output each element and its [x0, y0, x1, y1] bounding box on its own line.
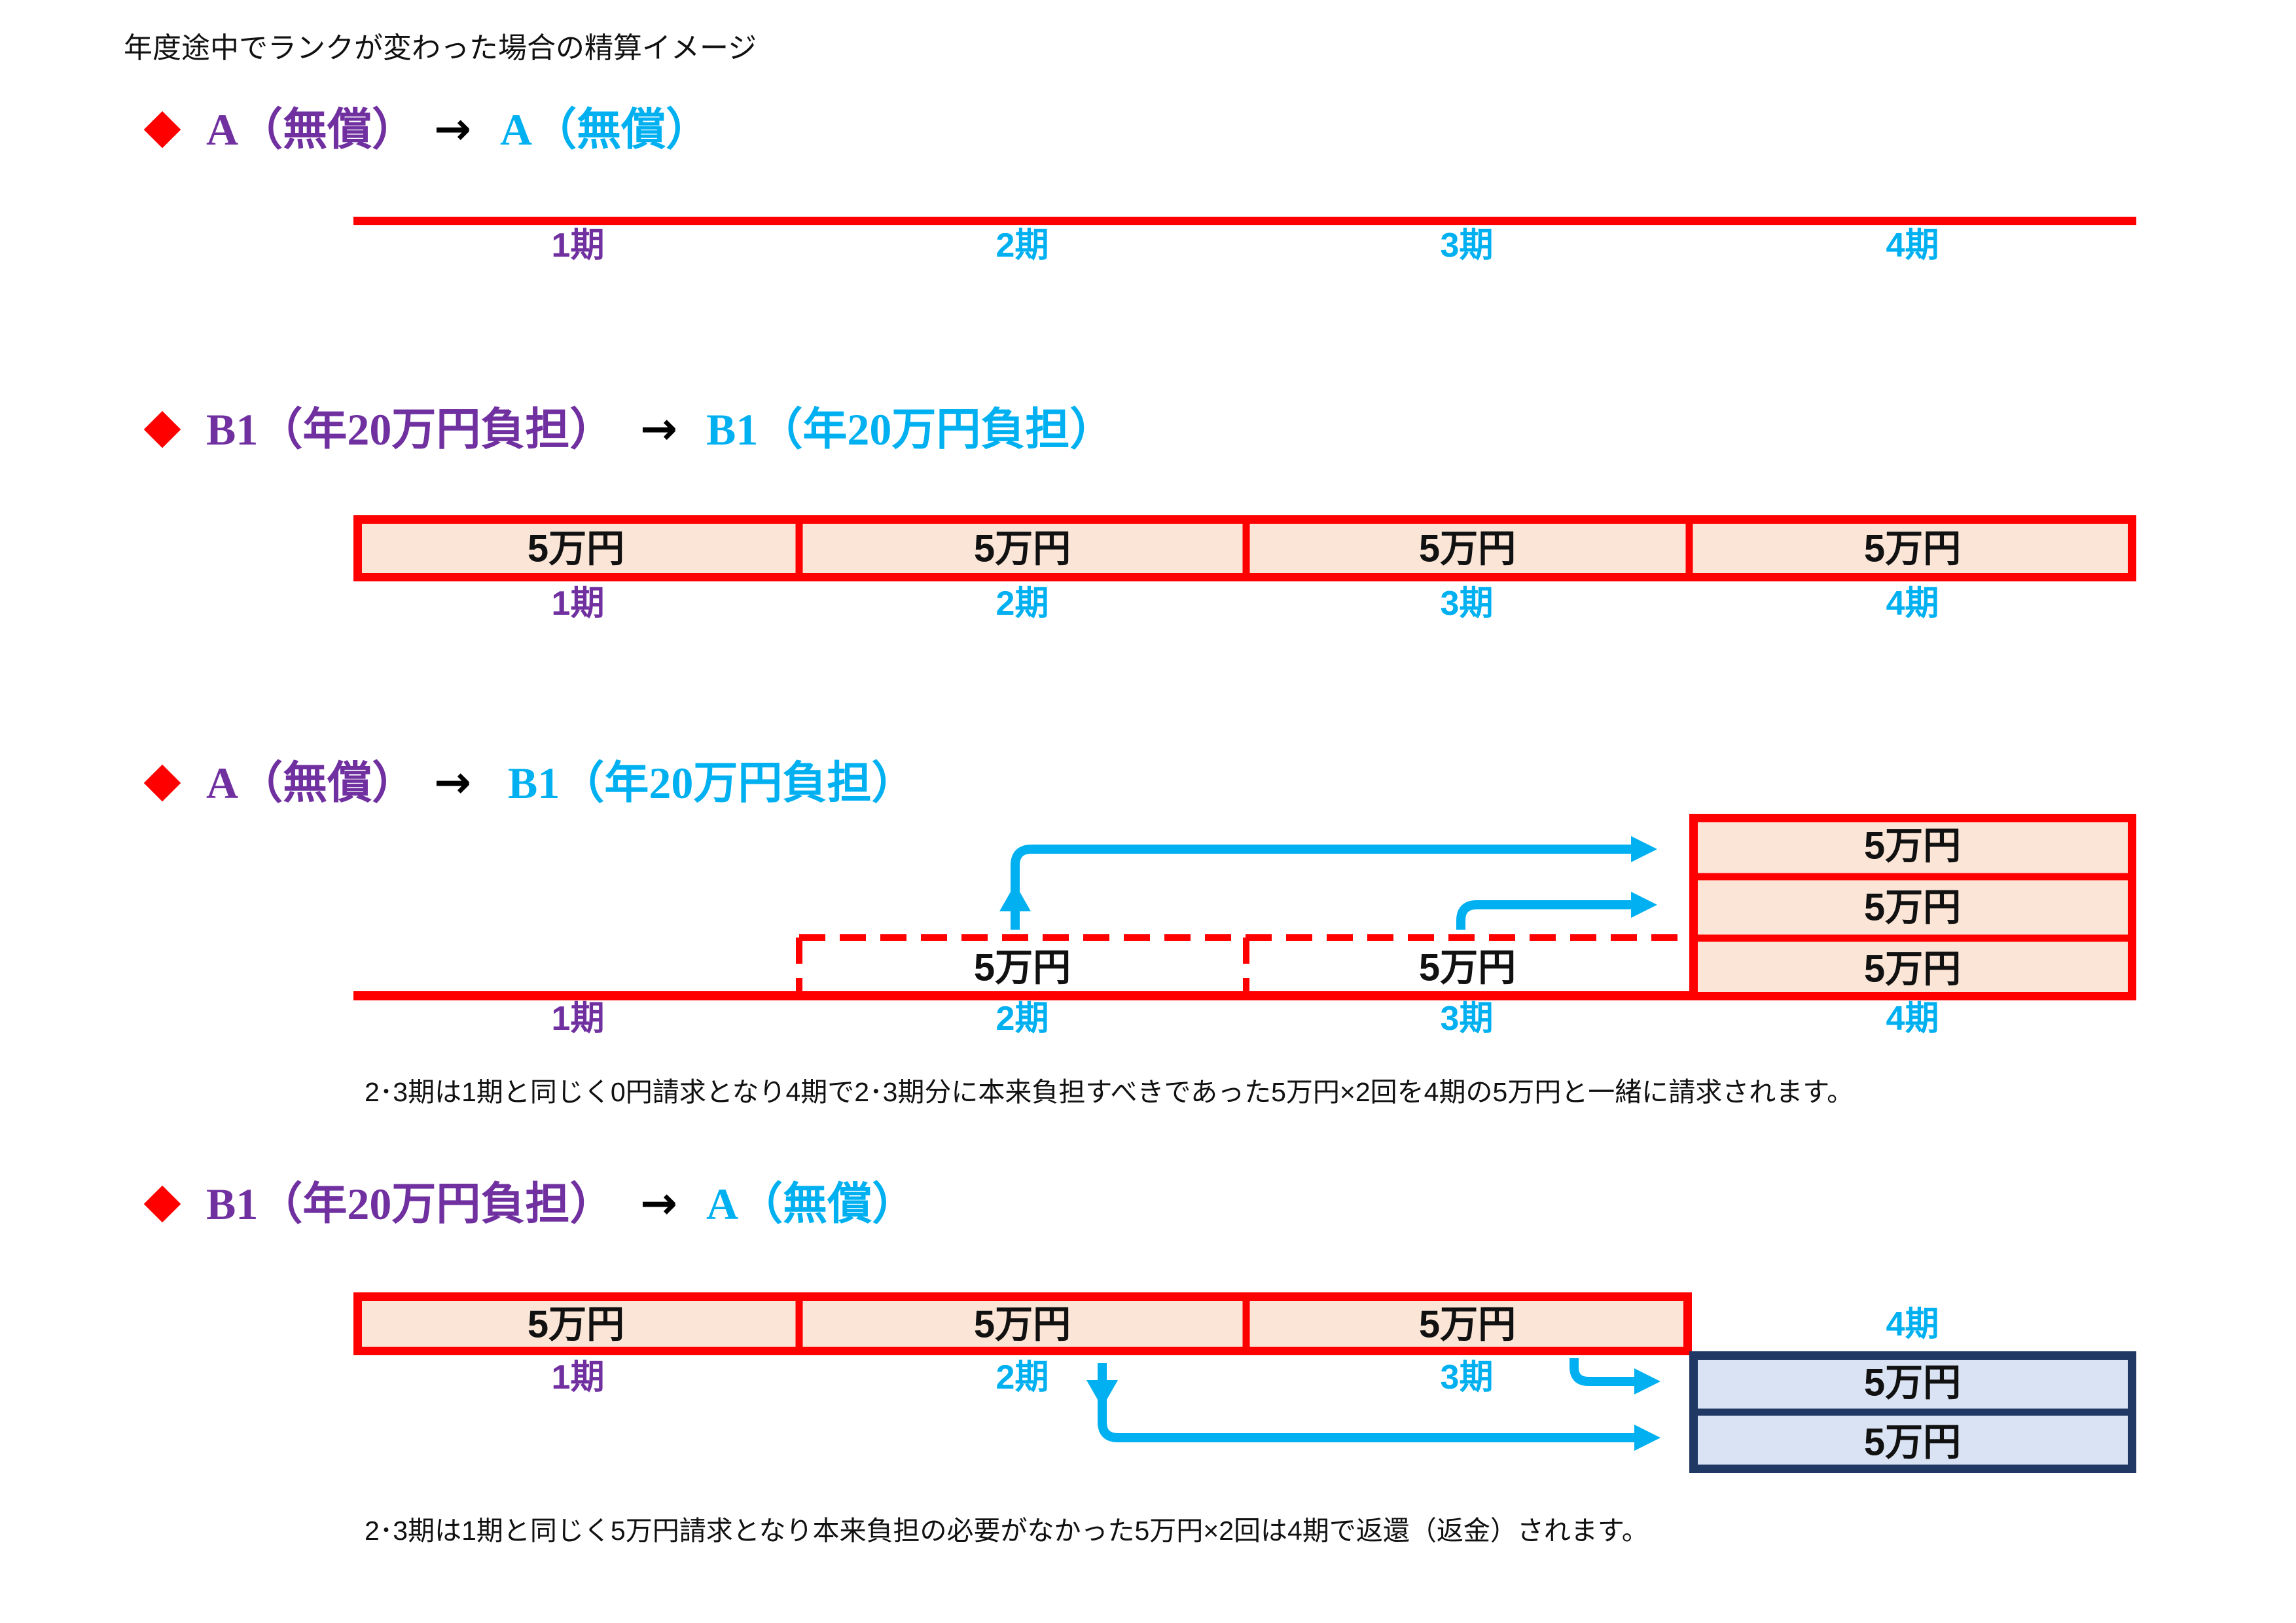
period-label-3: 3期: [1441, 1359, 1494, 1396]
period-label-1: 1期: [552, 1000, 605, 1038]
up-arrowhead-icon: [999, 884, 1031, 911]
carry-forward-arrow-icon: [1011, 836, 1657, 930]
period-label-4: 4期: [1886, 585, 1939, 623]
period-label-2: 2期: [996, 1359, 1049, 1396]
period-label-1: 1期: [552, 1359, 605, 1396]
from-rank-label: B1（年20万円負担）: [206, 1179, 615, 1229]
page-title: 年度途中でランクが変わった場合の精算イメージ: [124, 32, 757, 64]
to-rank-label: A（無償）: [500, 105, 711, 155]
amount-cell: 5万円: [974, 528, 1071, 570]
period-label-4: 4期: [1886, 227, 1939, 264]
to-rank-label: B1（年20万円負担）: [706, 405, 1115, 454]
period-label-2: 2期: [996, 585, 1049, 623]
diagram-a-to-b1: 5万円 5万円 5万円 5万円 5万円 1期 2期 3期 4期: [353, 814, 2136, 1038]
amount-cell: 5万円: [1864, 948, 1961, 991]
from-rank-label: A（無償）: [206, 758, 417, 808]
to-rank-label: A（無償）: [706, 1179, 917, 1229]
right-arrow-icon: →: [434, 757, 471, 809]
amount-cell: 5万円: [1864, 825, 1961, 867]
period-label-1: 1期: [552, 227, 605, 264]
deferred-amount-cell: 5万円: [974, 947, 1071, 989]
period-label-3: 3期: [1441, 227, 1494, 264]
amount-cell: 5万円: [528, 528, 624, 570]
settlement-note: 2･3期は1期と同じく0円請求となり4期で2･3期分に本来負担すべきであった5万…: [365, 1077, 1854, 1107]
to-rank-label: B1（年20万円負担）: [508, 758, 916, 808]
period-label-1: 1期: [552, 585, 605, 623]
amount-cell: 5万円: [1864, 528, 1961, 570]
from-rank-label: A（無償）: [206, 105, 417, 155]
period-label-4: 4期: [1886, 1000, 1939, 1038]
period-label-3: 3期: [1441, 1000, 1494, 1038]
right-arrow-icon: →: [640, 1178, 677, 1230]
timeline-bar: [353, 217, 2136, 225]
period-label-2: 2期: [996, 227, 1049, 264]
amount-cell: 5万円: [1419, 528, 1516, 570]
period4-charge-stack: [1689, 814, 2136, 1000]
refund-amount-cell: 5万円: [1864, 1421, 1961, 1464]
refund-arrow-icon: [1570, 1358, 1660, 1395]
period-label-2: 2期: [996, 1000, 1049, 1038]
carry-forward-arrow-icon: [1456, 892, 1657, 930]
deferred-amount-cell: 5万円: [1419, 947, 1516, 989]
down-arrowhead-icon: [1086, 1380, 1118, 1408]
diagram-b1-to-b1: 5万円 5万円 5万円 5万円 1期 2期 3期 4期: [353, 515, 2136, 623]
right-arrow-icon: →: [434, 103, 471, 155]
right-arrow-icon: →: [640, 403, 677, 455]
period-label-4: 4期: [1886, 1305, 1939, 1343]
period-label-3: 3期: [1441, 585, 1494, 623]
amount-cell: 5万円: [974, 1304, 1071, 1346]
from-rank-label: B1（年20万円負担）: [206, 405, 615, 454]
amount-cell: 5万円: [1864, 886, 1961, 929]
refund-amount-cell: 5万円: [1864, 1362, 1961, 1404]
diagram-b1-to-a: 5万円 5万円 5万円 5万円 5万円 1期 2期 3期 4期: [353, 1292, 2136, 1473]
settlement-note: 2･3期は1期と同じく5万円請求となり本来負担の必要がなかった5万円×2回は4期…: [365, 1516, 1649, 1546]
amount-cell: 5万円: [528, 1304, 624, 1346]
deferred-dashed-box: [796, 934, 1689, 991]
refund-arrow-icon: [1098, 1363, 1660, 1451]
diagram-a-to-a: 1期 2期 3期 4期: [353, 217, 2136, 264]
amount-cell: 5万円: [1419, 1304, 1516, 1346]
charge-row: [353, 1292, 1692, 1355]
